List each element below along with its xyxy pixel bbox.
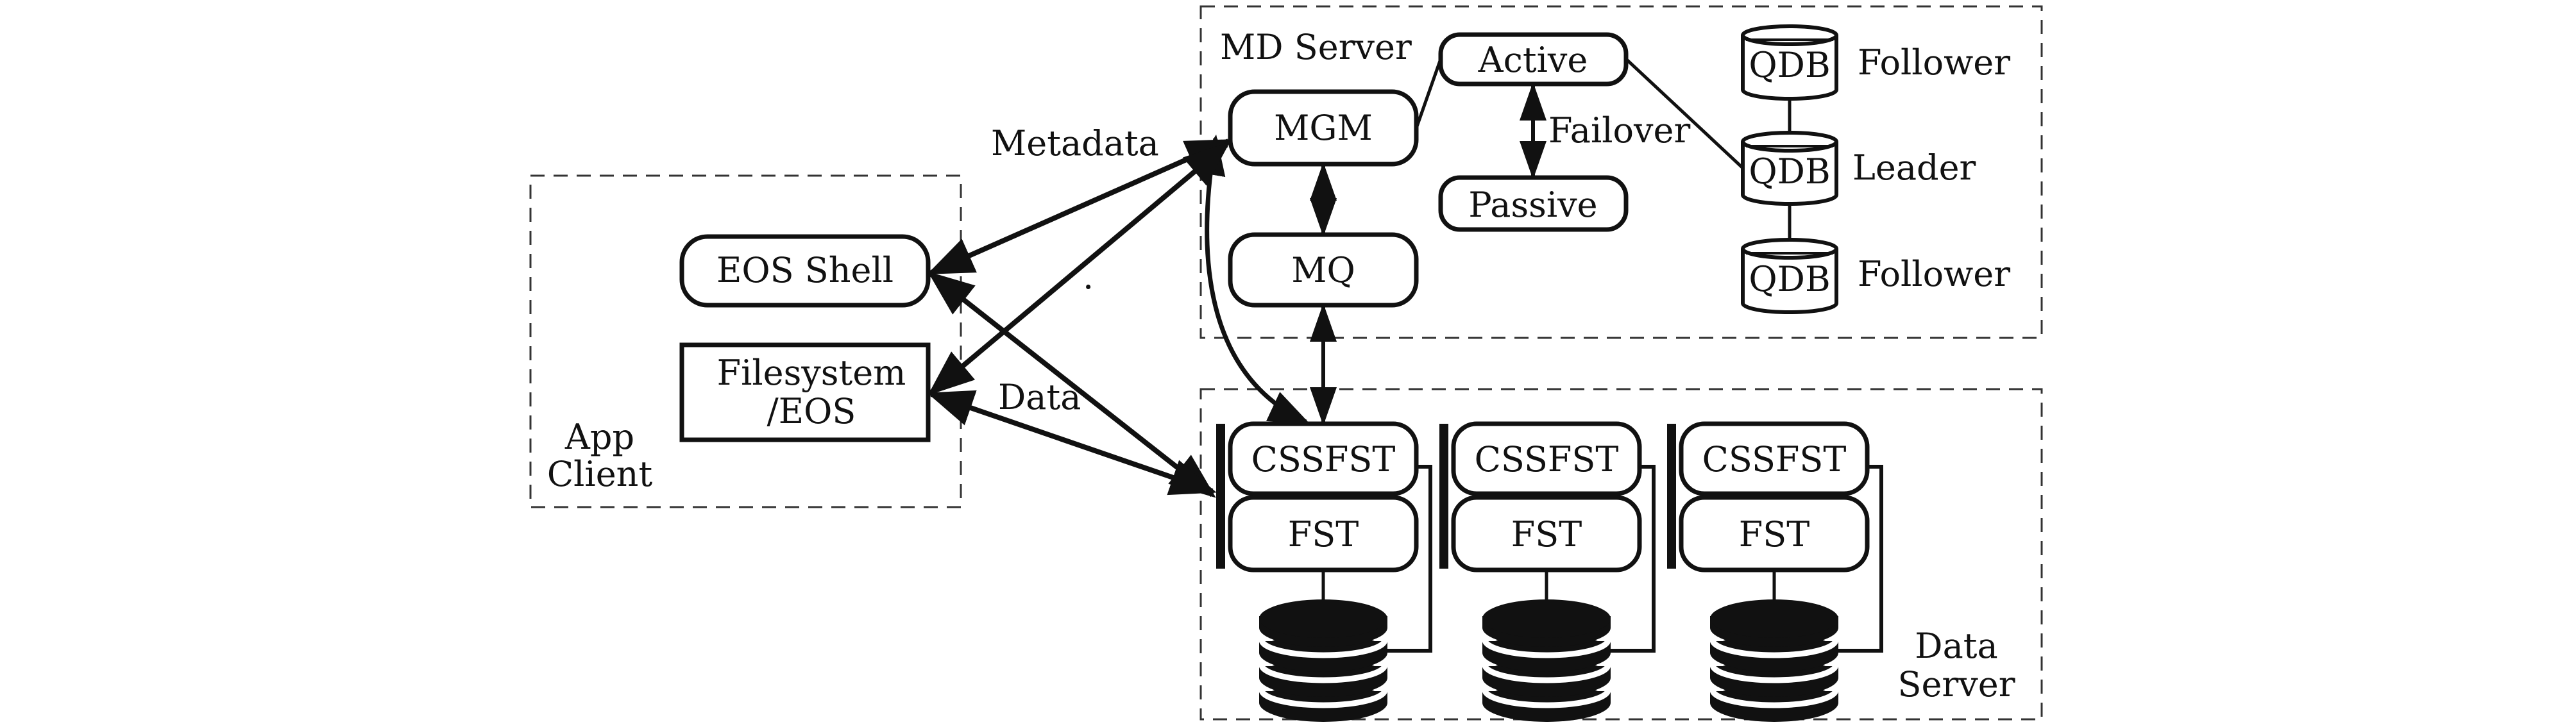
mgm-filesystem-arrow [928, 142, 1230, 396]
active-qdb-link [1625, 58, 1744, 169]
mgm-active-link [1414, 58, 1443, 129]
fst-node[interactable]: FST [1451, 495, 1642, 572]
disk-stack-icon [1258, 599, 1388, 722]
app-client-group [529, 174, 962, 508]
cssfst-label: CSSFST [1702, 439, 1847, 480]
fst-node[interactable]: FST [1228, 495, 1419, 572]
disk-stack-icon [1482, 599, 1611, 722]
disk-top [1710, 599, 1838, 638]
data-server-label-2: Server [1897, 664, 2015, 705]
fst-label: FST [1511, 514, 1582, 555]
fst-columns: CSSFST FST CSSFST FST CSSFST FST [1216, 421, 1883, 722]
data-server-group [1199, 388, 2043, 721]
filesystem-label-2: /EOS [767, 391, 856, 431]
mq-label: MQ [1291, 250, 1355, 290]
cssfst-node[interactable]: CSSFST [1679, 421, 1870, 496]
qdb-follower-bottom[interactable]: QDB [1741, 238, 1838, 314]
node-bar [1216, 424, 1225, 569]
qdb-role-leader: Leader [1852, 147, 1976, 188]
node-bar [1439, 424, 1448, 569]
filesystem-label: Filesystem [717, 353, 906, 393]
fst-label: FST [1288, 514, 1359, 555]
cssfst-filesystem-arrow [927, 390, 1217, 496]
passive-label: Passive [1468, 185, 1597, 225]
active-label: Active [1478, 40, 1588, 80]
disk-feedback-wire [1363, 465, 1432, 653]
stray-dot: . [1083, 256, 1094, 297]
cssfst-label: CSSFST [1475, 439, 1619, 480]
disk-feedback-wire [1814, 465, 1883, 653]
mgm-node[interactable]: MGM [1228, 89, 1419, 167]
app-client-label: App [564, 417, 634, 457]
qdb-label: QDB [1749, 151, 1830, 192]
mgm-label: MGM [1274, 108, 1373, 148]
cssfst-label: CSSFST [1251, 439, 1396, 480]
data-edge-label: Data [998, 377, 1081, 417]
metadata-edge-label: Metadata [991, 123, 1159, 163]
fst-column: CSSFST FST [1667, 421, 1883, 722]
fst-column: CSSFST FST [1439, 421, 1656, 722]
cssfst-node[interactable]: CSSFST [1228, 421, 1419, 496]
qdb-follower-top[interactable]: QDB [1741, 24, 1838, 101]
eos-shell-label: EOS Shell [716, 250, 894, 290]
eos-shell-node[interactable]: EOS Shell [679, 234, 931, 308]
passive-node[interactable]: Passive [1438, 175, 1629, 232]
md-server-label: MD Server [1220, 27, 1412, 67]
qdb-label: QDB [1749, 259, 1830, 299]
data-server-label: Data [1915, 626, 1997, 666]
qdb-role-follower: Follower [1858, 254, 2010, 294]
disk-top [1482, 599, 1611, 638]
qdb-leader[interactable]: QDB [1741, 131, 1838, 206]
fst-label: FST [1739, 514, 1809, 555]
disk-stack-icon [1709, 599, 1839, 722]
node-bar [1667, 424, 1676, 569]
disk-feedback-wire [1586, 465, 1656, 653]
disk-top [1259, 599, 1387, 638]
fst-node[interactable]: FST [1679, 495, 1870, 572]
active-node[interactable]: Active [1438, 32, 1629, 87]
qdb-label: QDB [1749, 45, 1830, 85]
failover-edge-label: Failover [1548, 110, 1691, 151]
qdb-role-follower: Follower [1858, 42, 2010, 83]
fst-column: CSSFST FST [1216, 421, 1432, 722]
mq-node[interactable]: MQ [1228, 232, 1419, 308]
app-client-label-2: Client [547, 454, 653, 494]
filesystem-eos-node[interactable]: Filesystem /EOS [679, 342, 931, 442]
cssfst-node[interactable]: CSSFST [1451, 421, 1642, 496]
